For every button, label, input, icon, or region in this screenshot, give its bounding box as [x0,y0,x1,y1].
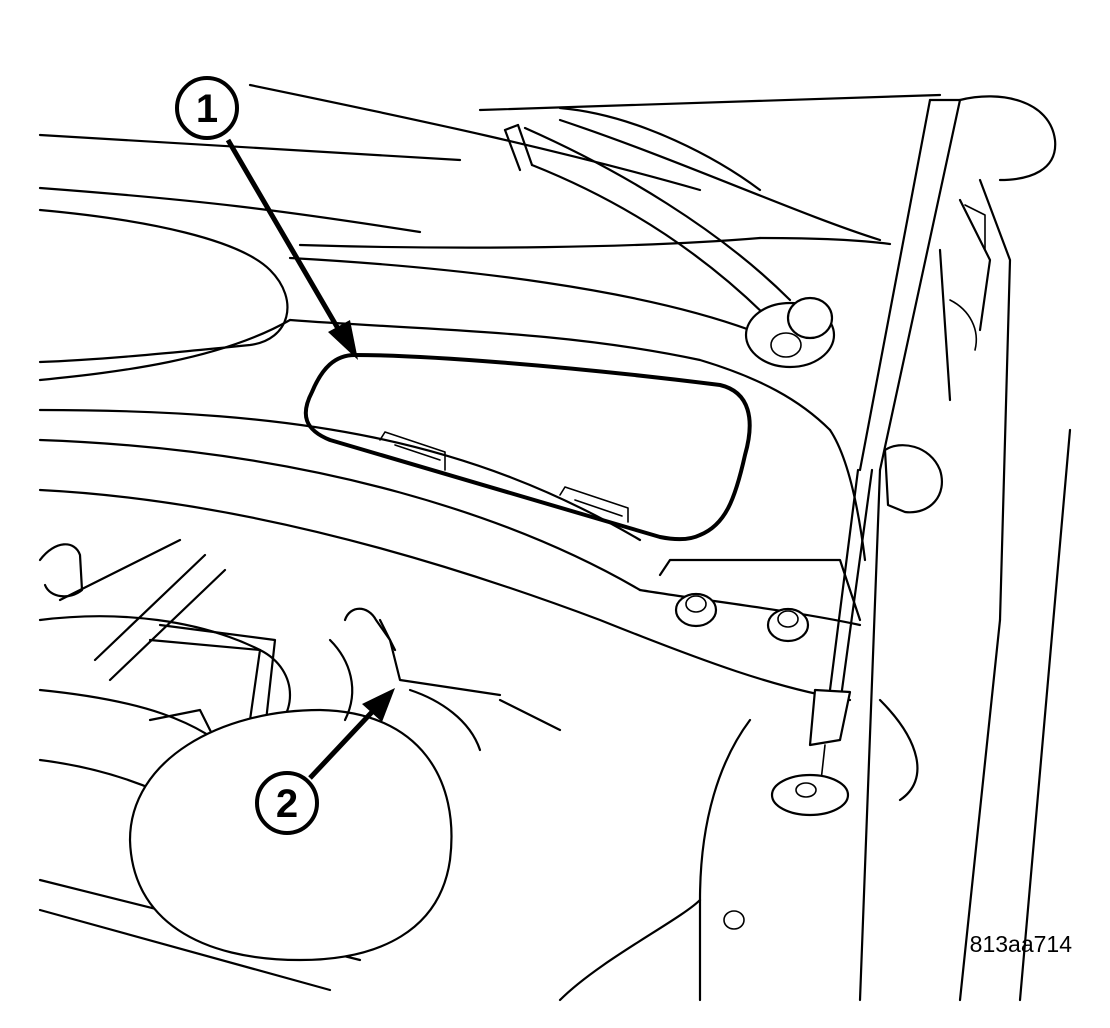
callout-1: 1 [175,76,358,360]
mounting-bolts [674,592,810,643]
callout-2-circle [255,771,319,835]
access-cover-opening [303,353,752,542]
callout-1-circle [175,76,239,140]
callout-2: 2 [255,688,395,835]
callout-1-arrowhead [328,320,358,360]
inner-fender [558,698,919,1002]
figure-id: 813aa714 [970,931,1073,957]
callout-2-number: 2 [276,782,298,826]
hood-outline [38,83,942,332]
wiper-arm [503,123,836,369]
fluid-reservoir [128,708,453,962]
callout-2-arrowhead [362,688,395,722]
left-panel [38,208,852,702]
callout-2-leader [308,710,374,780]
callout-1-number: 1 [196,87,218,131]
right-hinge [858,95,1072,1002]
component-under-cowl [328,607,562,752]
hood-lift-support [770,98,962,817]
engine-compartment [38,538,362,992]
callout-1-leader [225,138,343,334]
cowl-panel [288,318,867,627]
